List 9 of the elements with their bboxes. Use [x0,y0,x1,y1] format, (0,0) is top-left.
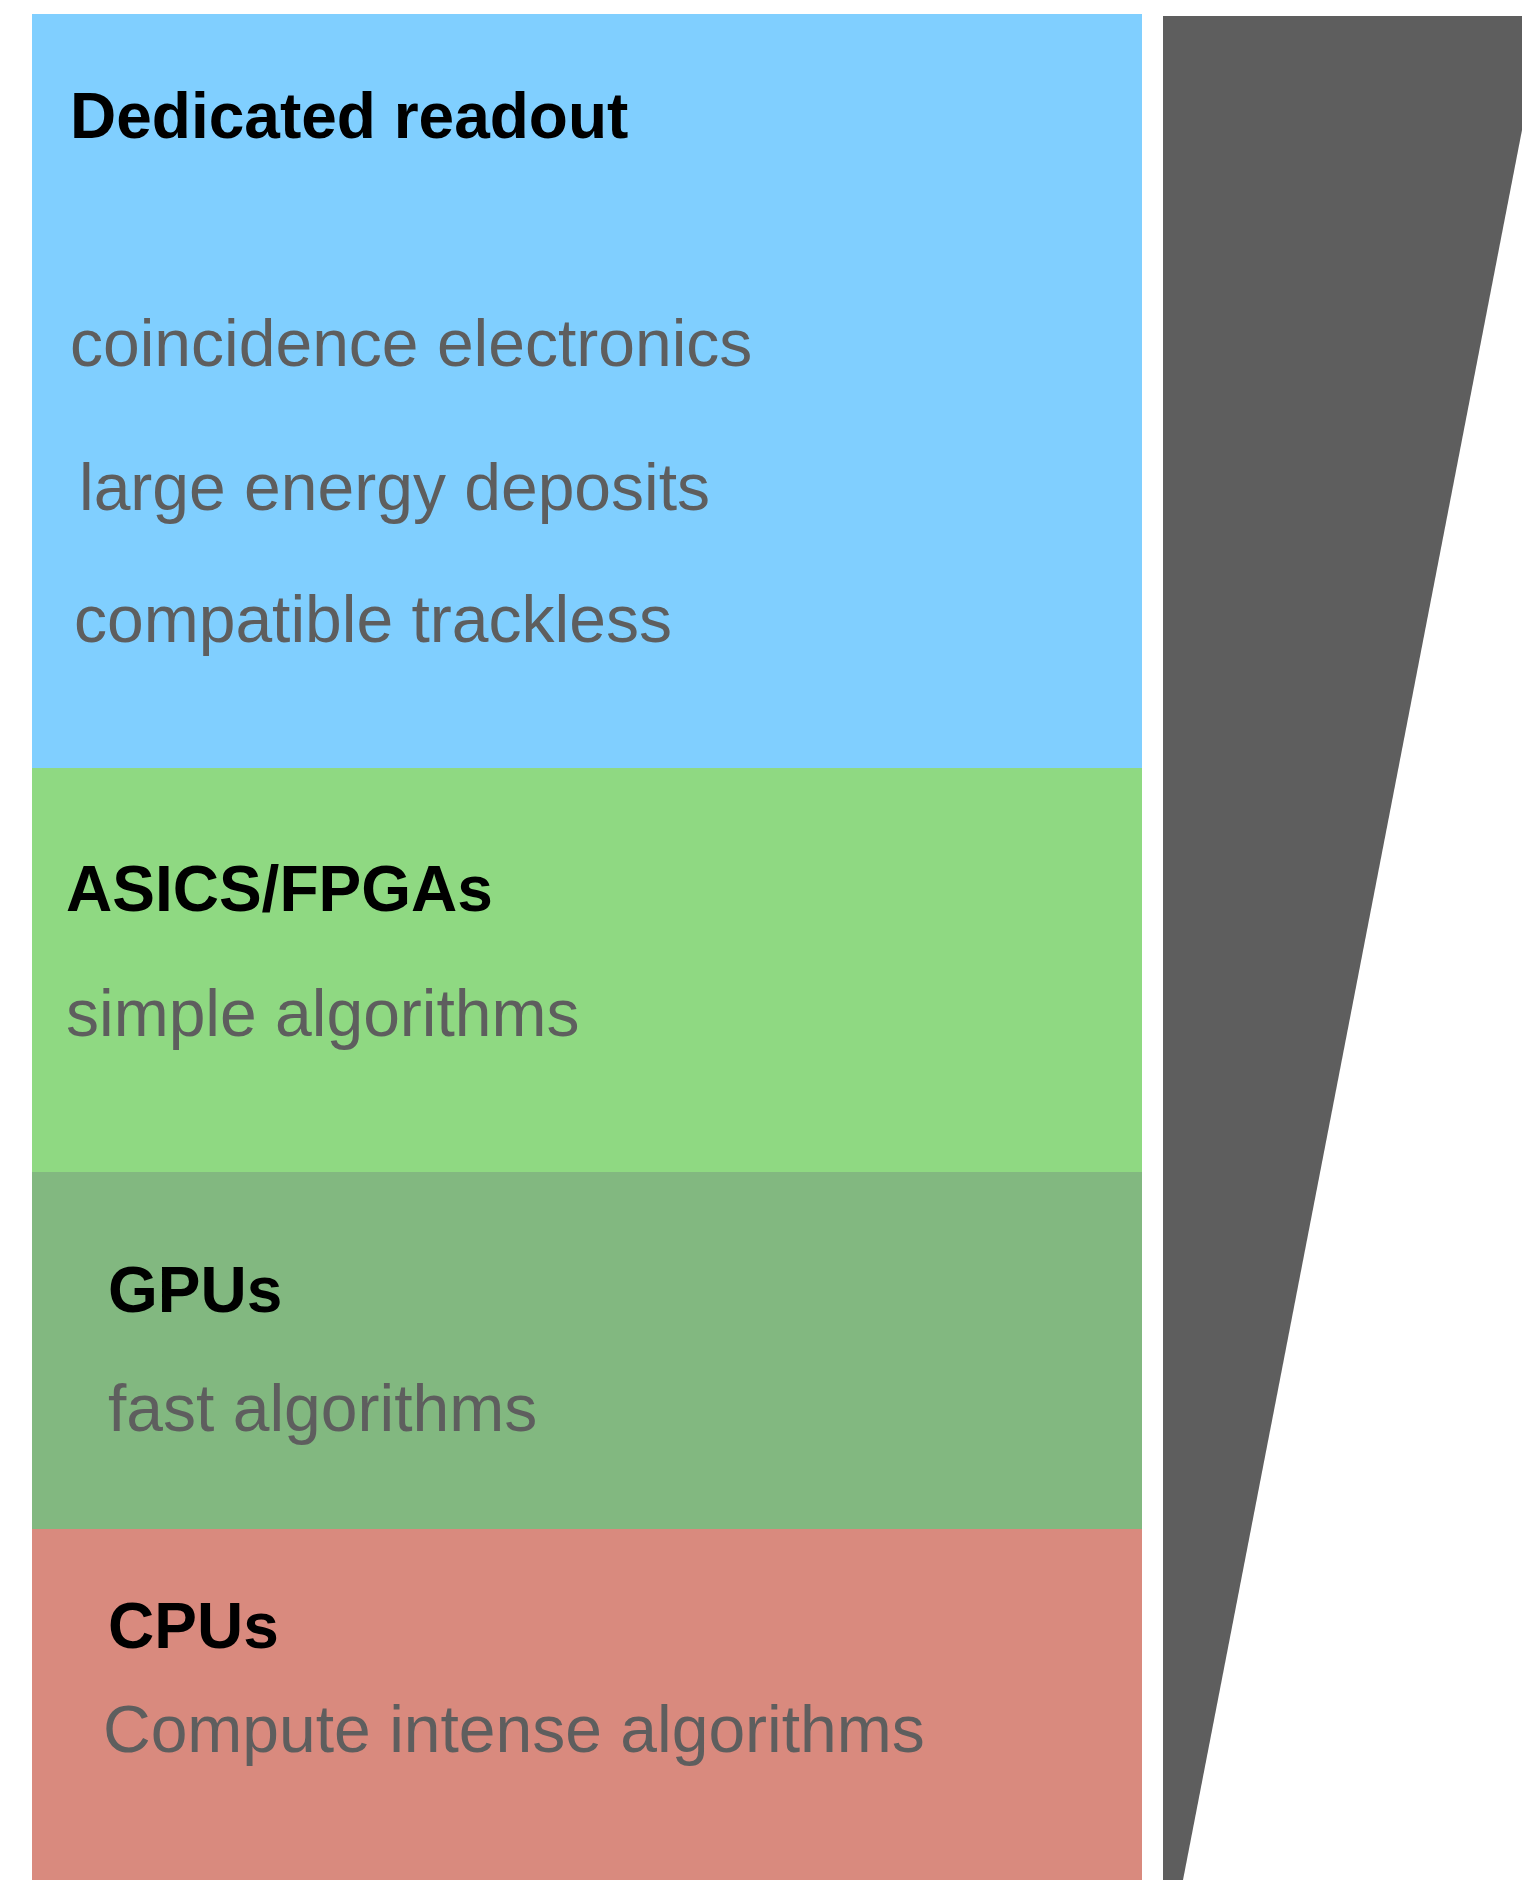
tier-band [32,1529,1142,1880]
band-heading: CPUs [108,1594,279,1658]
tier-band [32,768,1142,1172]
band-heading: Dedicated readout [70,84,629,148]
tier-band [32,1172,1142,1529]
band-heading: GPUs [108,1258,283,1322]
band-description: coincidence electronics [70,310,753,376]
tier-band [32,14,1142,768]
band-heading: ASICS/FPGAs [66,857,493,921]
